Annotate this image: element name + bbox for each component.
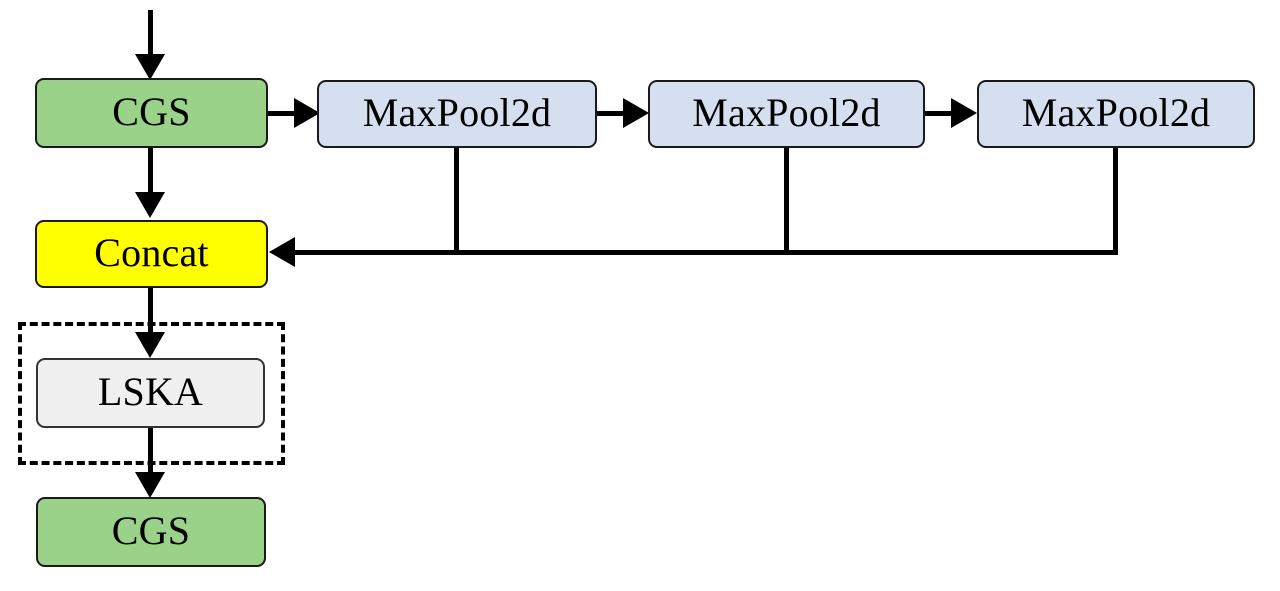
- node-maxpool-2[interactable]: MaxPool2d: [648, 80, 925, 148]
- edge-maxpool-1-to-concat-drop: [454, 146, 459, 252]
- edge-feedback-bus-arrowhead-into-concat: [269, 237, 295, 267]
- node-maxpool-2-label: MaxPool2d: [692, 90, 881, 135]
- edge-maxpool-1-to-maxpool-2-arrowhead: [623, 98, 649, 128]
- edge-cgs-top-to-concat-arrowhead: [135, 192, 165, 218]
- node-cgs-bottom-label: CGS: [111, 508, 191, 553]
- node-concat[interactable]: Concat: [35, 220, 268, 288]
- edge-concat-to-lska-arrowhead: [135, 332, 165, 358]
- node-cgs-bottom[interactable]: CGS: [36, 497, 266, 567]
- edge-maxpool-1-to-maxpool-2-line: [597, 111, 628, 116]
- edge-cgs-top-to-maxpool-1-line: [268, 111, 302, 116]
- edge-cgs-top-to-maxpool-1-arrowhead: [294, 98, 320, 128]
- node-cgs-top[interactable]: CGS: [35, 78, 268, 148]
- node-maxpool-1[interactable]: MaxPool2d: [317, 80, 597, 148]
- node-maxpool-1-label: MaxPool2d: [362, 90, 552, 135]
- edge-input-to-cgs-top-arrowhead: [135, 54, 165, 80]
- edge-maxpool-2-to-concat-drop: [784, 146, 789, 252]
- edge-feedback-bus-horizontal: [295, 250, 1118, 255]
- edge-input-to-cgs-top-line: [148, 10, 153, 60]
- node-lska[interactable]: LSKA: [36, 358, 265, 428]
- node-cgs-top-label: CGS: [112, 89, 191, 134]
- edge-concat-to-lska-line: [148, 288, 153, 336]
- edge-maxpool-3-to-concat-drop: [1113, 146, 1118, 252]
- node-maxpool-3[interactable]: MaxPool2d: [977, 80, 1255, 148]
- edge-cgs-top-to-concat-line: [148, 148, 153, 196]
- node-lska-label: LSKA: [97, 369, 204, 414]
- node-maxpool-3-label: MaxPool2d: [1021, 90, 1211, 135]
- edge-maxpool-2-to-maxpool-3-arrowhead: [951, 98, 977, 128]
- edge-lska-to-cgs-bottom-line: [148, 428, 153, 476]
- edge-lska-to-cgs-bottom-arrowhead: [135, 472, 165, 498]
- edge-maxpool-2-to-maxpool-3-line: [925, 111, 956, 116]
- node-concat-label: Concat: [94, 230, 209, 275]
